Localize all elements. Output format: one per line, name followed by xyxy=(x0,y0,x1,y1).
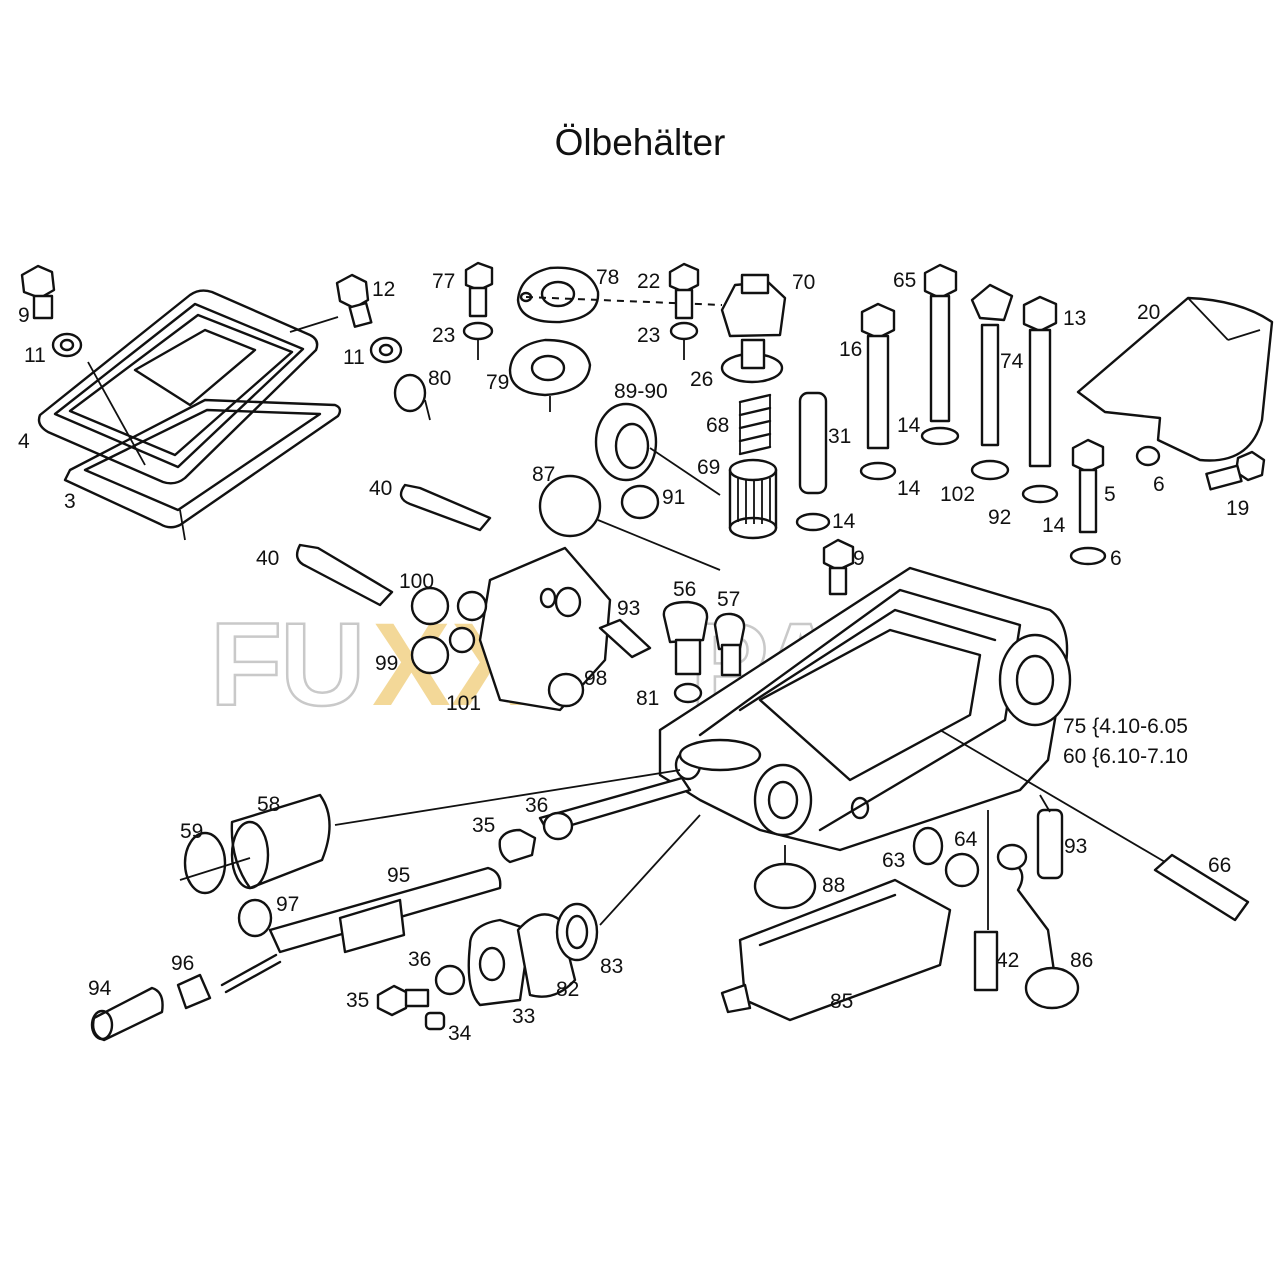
label-81: 81 xyxy=(636,687,659,710)
label-23: 23 xyxy=(432,324,455,347)
label-5: 5 xyxy=(1104,483,1116,506)
label-56: 56 xyxy=(673,578,696,601)
label-19: 19 xyxy=(1226,497,1249,520)
lower-center-pump xyxy=(376,814,701,1031)
drain-bolts-left xyxy=(20,264,431,421)
label-57: 57 xyxy=(717,588,740,611)
label-14d: 14 xyxy=(1042,514,1066,537)
label-14b: 14 xyxy=(897,477,921,500)
label-4: 4 xyxy=(18,430,30,453)
watermark-text-left: FU xyxy=(210,599,363,731)
label-66: 66 xyxy=(1208,854,1231,877)
label-91: 91 xyxy=(662,486,685,509)
label-96: 96 xyxy=(171,952,194,975)
lower-left-shafts xyxy=(90,769,692,1042)
label-20: 20 xyxy=(1137,301,1160,324)
lower-right-parts xyxy=(720,729,1250,1022)
filter-and-springs xyxy=(538,393,778,571)
label-89-90: 89-90 xyxy=(614,380,668,403)
bracket xyxy=(1076,296,1274,462)
label-63: 63 xyxy=(882,849,905,872)
label-82: 82 xyxy=(556,978,579,1001)
studs-and-washers xyxy=(795,263,1266,566)
label-102: 102 xyxy=(940,483,975,506)
label-33: 33 xyxy=(512,1005,535,1028)
label-13: 13 xyxy=(1063,307,1086,330)
label-31: 31 xyxy=(828,425,851,448)
label-6a: 6 xyxy=(1153,473,1165,496)
valve-parts xyxy=(662,538,855,704)
label-34: 34 xyxy=(448,1022,472,1045)
part-labels: 9 11 4 3 12 11 80 77 23 78 79 22 23 70 2… xyxy=(18,266,1249,1045)
label-14a: 14 xyxy=(897,414,921,437)
label-87: 87 xyxy=(532,463,555,486)
label-36a: 36 xyxy=(525,794,548,817)
oil-pan-assembly xyxy=(37,289,342,541)
label-42: 42 xyxy=(996,949,1019,972)
label-64: 64 xyxy=(954,828,978,851)
label-78: 78 xyxy=(596,266,619,289)
label-75: 75 {4.10-6.05 xyxy=(1063,715,1188,738)
label-98: 98 xyxy=(584,667,607,690)
page-title: Ölbehälter xyxy=(554,122,726,163)
label-40a: 40 xyxy=(369,477,392,500)
label-93a: 93 xyxy=(617,597,640,620)
label-11b: 11 xyxy=(343,346,365,369)
label-85: 85 xyxy=(830,990,853,1013)
label-86: 86 xyxy=(1070,949,1093,972)
label-12: 12 xyxy=(372,278,395,301)
label-68: 68 xyxy=(706,414,729,437)
label-23b: 23 xyxy=(637,324,660,347)
label-88: 88 xyxy=(822,874,845,897)
label-92: 92 xyxy=(988,506,1011,529)
label-16: 16 xyxy=(839,338,862,361)
label-93b: 93 xyxy=(1064,835,1087,858)
label-9: 9 xyxy=(18,304,30,327)
label-35b: 35 xyxy=(346,989,369,1012)
label-65: 65 xyxy=(893,269,916,292)
label-26: 26 xyxy=(690,368,713,391)
label-59: 59 xyxy=(180,820,203,843)
label-9b: 9 xyxy=(853,547,865,570)
label-100: 100 xyxy=(399,570,434,593)
top-center-parts xyxy=(462,261,787,412)
label-6b: 6 xyxy=(1110,547,1122,570)
main-housing xyxy=(658,566,1072,852)
label-70: 70 xyxy=(792,271,815,294)
label-99: 99 xyxy=(375,652,398,675)
label-80: 80 xyxy=(428,367,451,390)
pump-plate-assembly xyxy=(295,483,652,712)
label-79: 79 xyxy=(486,371,509,394)
label-97: 97 xyxy=(276,893,299,916)
label-14c: 14 xyxy=(832,510,856,533)
label-40b: 40 xyxy=(256,547,279,570)
label-35a: 35 xyxy=(472,814,495,837)
label-95: 95 xyxy=(387,864,410,887)
label-3: 3 xyxy=(64,490,76,513)
label-60: 60 {6.10-7.10 xyxy=(1063,745,1188,768)
label-22: 22 xyxy=(637,270,660,293)
label-83: 83 xyxy=(600,955,623,978)
label-69: 69 xyxy=(697,456,720,479)
label-11: 11 xyxy=(24,344,46,367)
label-36b: 36 xyxy=(408,948,431,971)
label-101: 101 xyxy=(446,692,481,715)
label-58: 58 xyxy=(257,793,280,816)
label-94: 94 xyxy=(88,977,112,1000)
label-74: 74 xyxy=(1000,350,1024,373)
label-77: 77 xyxy=(432,270,455,293)
